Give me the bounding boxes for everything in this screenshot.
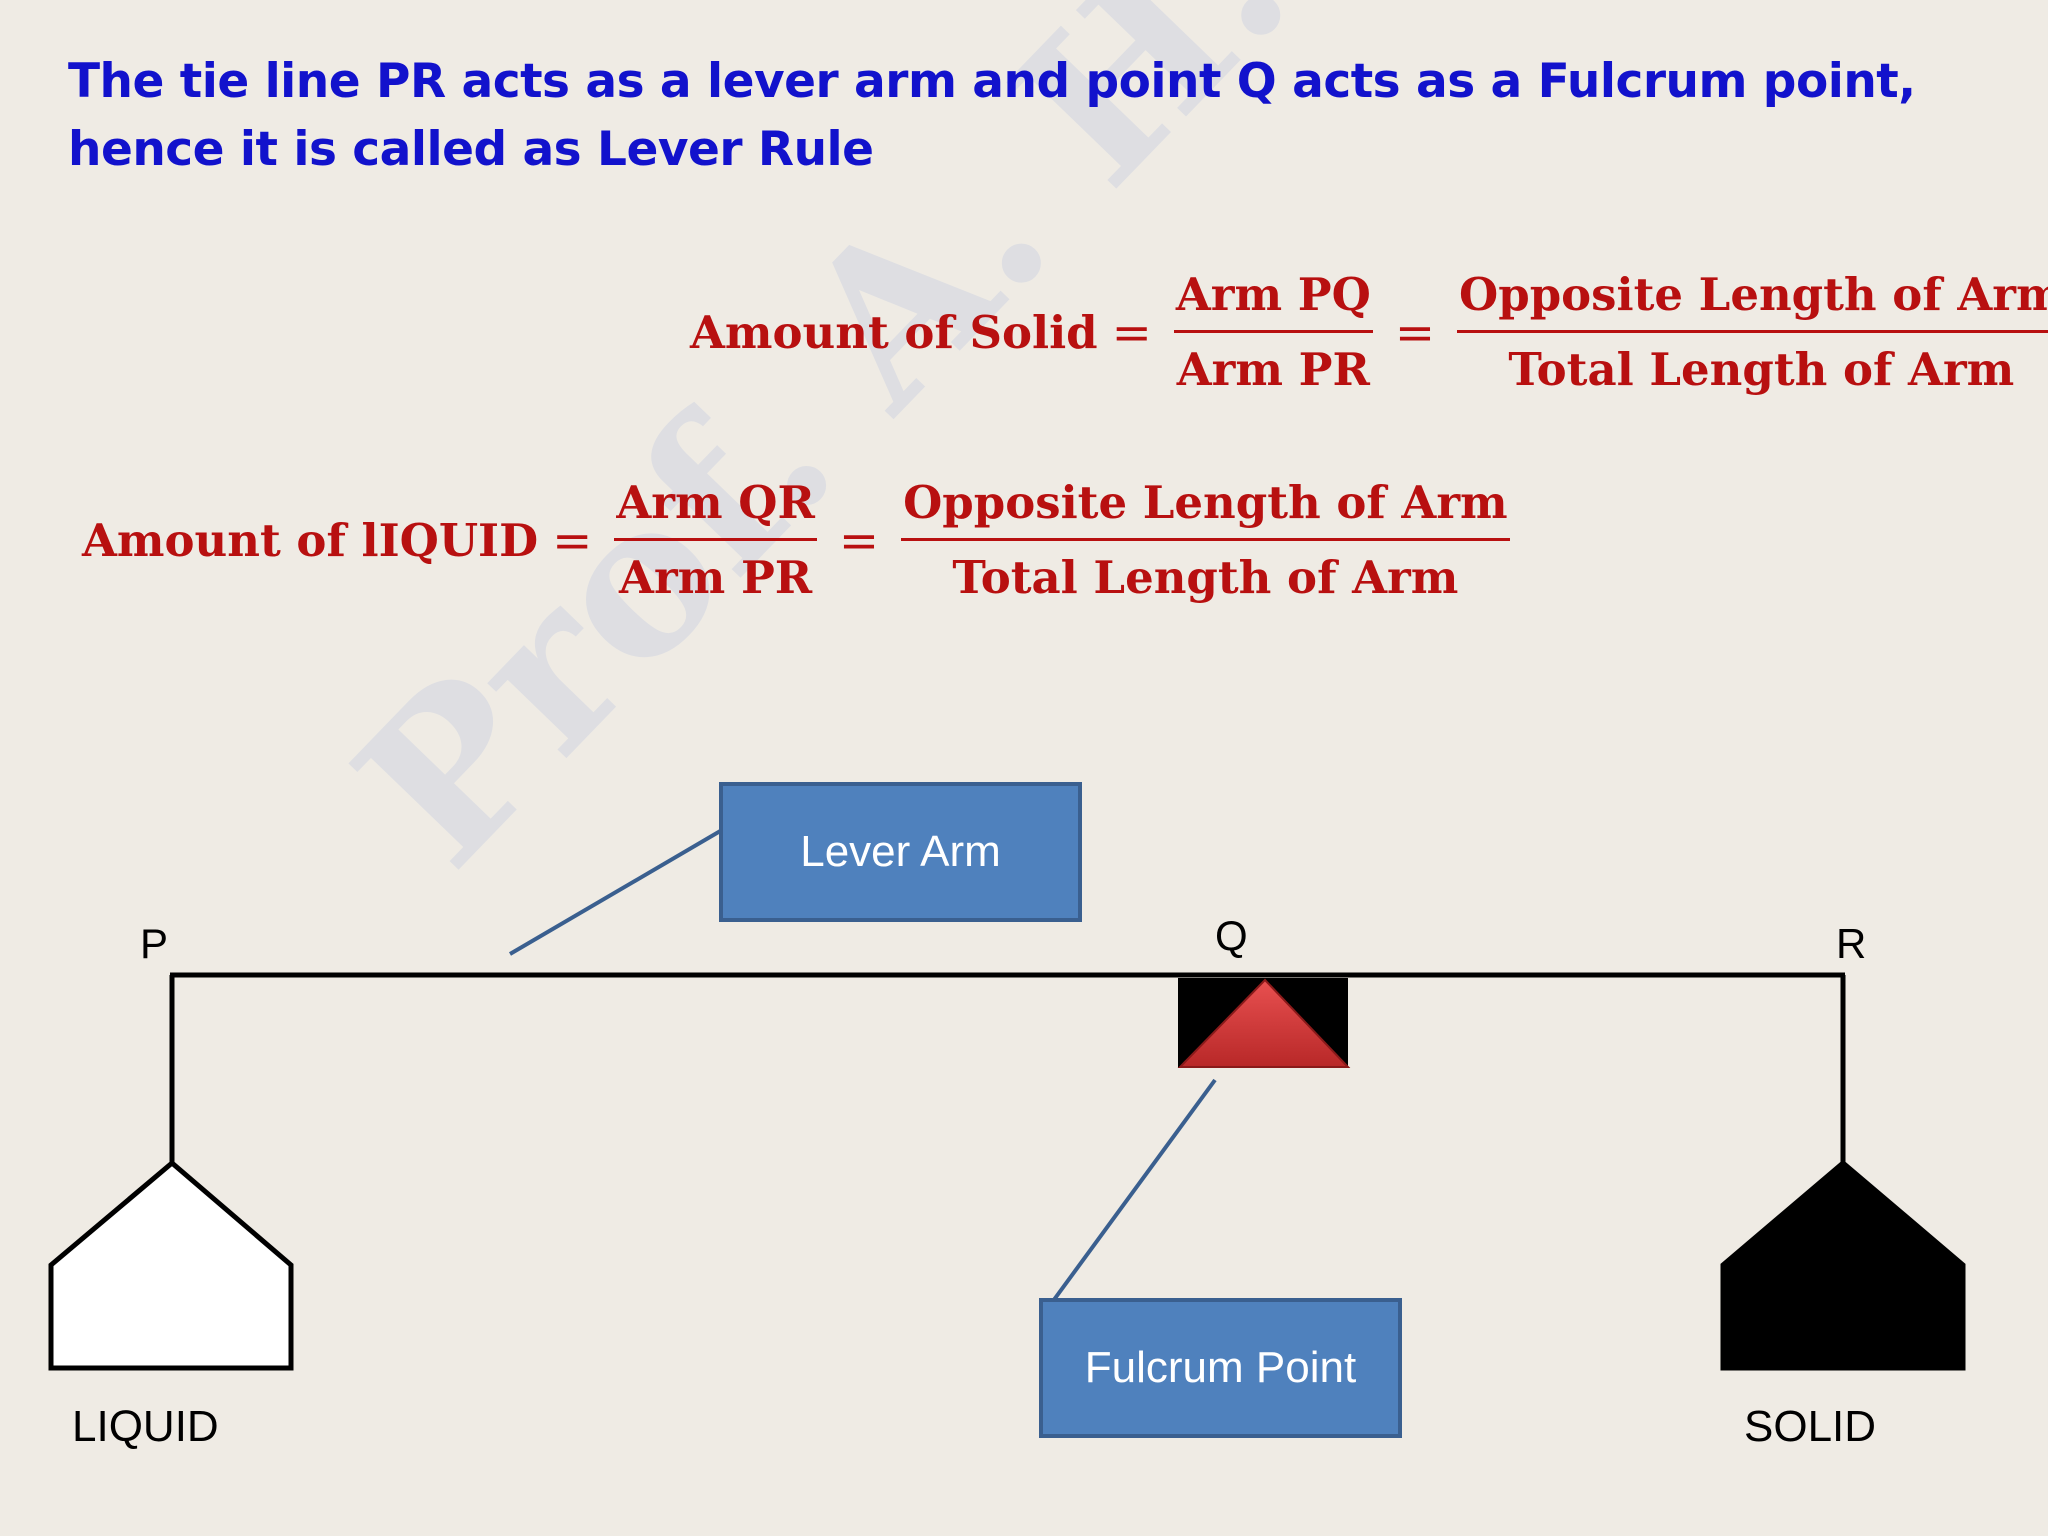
equals-sign: =	[838, 512, 880, 569]
liquid-label: LIQUID	[72, 1402, 219, 1451]
fulcrum-point-callout: Fulcrum Point	[1039, 1298, 1402, 1438]
fraction-numerator: Arm QR	[614, 476, 817, 541]
fraction-denominator: Arm PR	[619, 551, 813, 604]
equals-sign: =	[1394, 304, 1436, 361]
fraction-denominator: Total Length of Arm	[952, 551, 1459, 604]
lever-arm-label: Lever Arm	[800, 827, 1001, 876]
point-p-label: P	[140, 920, 169, 967]
equals-sign: =	[1111, 304, 1152, 361]
point-q-label: Q	[1215, 912, 1248, 959]
fraction-opposite-length: Opposite Length of Arm Total Length of A…	[901, 476, 1510, 605]
equals-sign: =	[552, 512, 593, 569]
fraction-numerator: Opposite Length of Arm	[901, 476, 1510, 541]
solid-label: SOLID	[1744, 1402, 1877, 1451]
fraction-arm-qr: Arm QR Arm PR	[614, 476, 817, 605]
fraction-arm-pq: Arm PQ Arm PR	[1173, 268, 1373, 397]
formula-solid: Amount of Solid = Arm PQ Arm PR = Opposi…	[690, 268, 2048, 397]
point-r-label: R	[1836, 920, 1867, 967]
fraction-denominator: Total Length of Arm	[1508, 343, 2015, 396]
formula-liquid: Amount of lIQUID = Arm QR Arm PR = Oppos…	[82, 476, 1518, 605]
lever-arm-callout: Lever Arm	[719, 782, 1082, 922]
formula-liquid-lhs: Amount of lIQUID	[82, 513, 539, 567]
fulcrum-triangle	[1177, 978, 1351, 1068]
solid-pan	[1720, 1159, 1966, 1371]
fraction-opposite-length: Opposite Length of Arm Total Length of A…	[1457, 268, 2048, 397]
fraction-denominator: Arm PR	[1176, 343, 1370, 396]
fraction-numerator: Arm PQ	[1173, 268, 1373, 333]
lever-arm-leader-line	[508, 828, 724, 956]
slide-heading: The tie line PR acts as a lever arm and …	[68, 54, 1916, 177]
liquid-pan	[48, 1159, 294, 1371]
fulcrum-leader-line	[1043, 1078, 1217, 1314]
formula-solid-lhs: Amount of Solid	[690, 305, 1098, 359]
fraction-numerator: Opposite Length of Arm	[1457, 268, 2048, 333]
fulcrum-point-label: Fulcrum Point	[1084, 1343, 1357, 1392]
